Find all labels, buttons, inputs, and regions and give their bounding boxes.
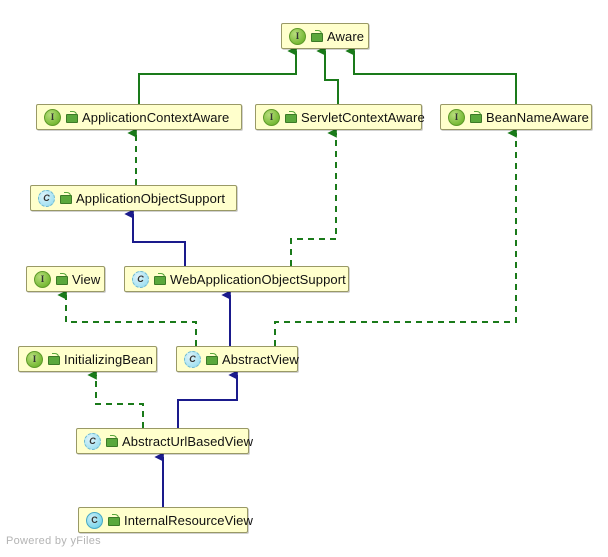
class-node-internalresourceview[interactable]: C InternalResourceView bbox=[78, 507, 253, 533]
class-node-label: InitializingBean bbox=[64, 351, 154, 367]
public-lock-icon bbox=[56, 273, 68, 285]
class-node-label: WebApplicationObjectSupport bbox=[170, 271, 346, 287]
interface-icon: I bbox=[448, 108, 465, 126]
class-icon: C bbox=[184, 350, 201, 368]
class-node-applicationobjectsupport[interactable]: C ApplicationObjectSupport bbox=[30, 185, 237, 211]
class-node-webapplicationobjectsupport[interactable]: C WebApplicationObjectSupport bbox=[124, 266, 349, 292]
class-node-label: AbstractView bbox=[222, 351, 299, 367]
class-node-label: BeanNameAware bbox=[486, 109, 589, 125]
interface-icon: I bbox=[26, 350, 43, 368]
class-node-abstracturlbasedview[interactable]: C AbstractUrlBasedView bbox=[76, 428, 253, 454]
class-icon: C bbox=[132, 270, 149, 288]
interface-icon: I bbox=[263, 108, 280, 126]
class-node-label: ServletContextAware bbox=[301, 109, 425, 125]
class-node-abstractview[interactable]: C AbstractView bbox=[176, 346, 299, 372]
class-node-label: AbstractUrlBasedView bbox=[122, 433, 254, 449]
edge-appctxaware-to-aware bbox=[138, 46, 297, 104]
class-node-servletcontextaware[interactable]: I ServletContextAware bbox=[255, 104, 425, 130]
public-lock-icon bbox=[60, 192, 72, 204]
edge-abstractview-to-view bbox=[57, 290, 197, 346]
class-node-aware[interactable]: I Aware bbox=[281, 23, 369, 49]
public-lock-icon bbox=[154, 273, 166, 285]
class-icon: C bbox=[86, 511, 103, 529]
edge-webappobjsupport-to-servletctxaware bbox=[290, 128, 337, 266]
interface-icon: I bbox=[44, 108, 61, 126]
edge-absturlbasedview-to-abstractview bbox=[177, 370, 238, 428]
class-node-label: View bbox=[72, 271, 101, 287]
edge-beannameaware-to-aware bbox=[345, 46, 517, 104]
public-lock-icon bbox=[48, 353, 60, 365]
class-node-label: ApplicationObjectSupport bbox=[76, 190, 226, 206]
class-node-label: Aware bbox=[327, 28, 365, 44]
class-node-view[interactable]: I View bbox=[26, 266, 105, 292]
edge-absturlbasedview-to-initializingbean bbox=[87, 370, 144, 428]
class-node-applicationcontextaware[interactable]: I ApplicationContextAware bbox=[36, 104, 242, 130]
class-icon: C bbox=[84, 432, 101, 450]
public-lock-icon bbox=[206, 353, 218, 365]
class-node-label: ApplicationContextAware bbox=[82, 109, 230, 125]
class-node-initializingbean[interactable]: I InitializingBean bbox=[18, 346, 157, 372]
class-node-beannameaware[interactable]: I BeanNameAware bbox=[440, 104, 592, 130]
yfiles-watermark: Powered by yFiles bbox=[6, 535, 101, 547]
public-lock-icon bbox=[285, 111, 297, 123]
public-lock-icon bbox=[470, 111, 482, 123]
interface-icon: I bbox=[34, 270, 51, 288]
class-node-label: InternalResourceView bbox=[124, 512, 253, 528]
interface-icon: I bbox=[289, 27, 306, 45]
edge-webappobjsupport-to-appobjsupport bbox=[124, 209, 186, 266]
public-lock-icon bbox=[66, 111, 78, 123]
public-lock-icon bbox=[311, 30, 323, 42]
edge-servletctxaware-to-aware bbox=[316, 46, 339, 104]
class-icon: C bbox=[38, 189, 55, 207]
public-lock-icon bbox=[108, 514, 120, 526]
edge-abstractview-to-beannameaware bbox=[274, 128, 517, 346]
public-lock-icon bbox=[106, 435, 118, 447]
